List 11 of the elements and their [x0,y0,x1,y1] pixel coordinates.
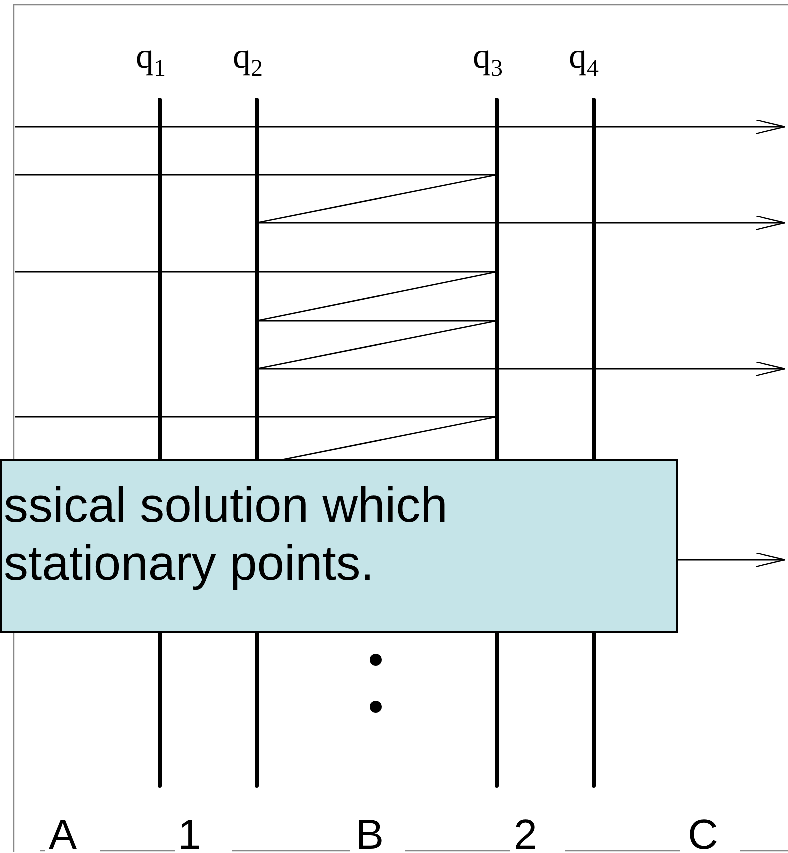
region-label: A [49,814,78,853]
callout-text: ssical solution which stationary points. [4,478,449,593]
q-label: q$_{1}$ [136,38,166,81]
region-label: 2 [514,814,538,853]
q-label: q$_{4}$ [569,38,599,81]
region-label: C [688,814,718,853]
callout-box [0,459,678,633]
region-label: 1 [178,814,202,853]
region-label: B [356,814,384,853]
q-label: q$_{2}$ [233,38,263,81]
q-label: q$_{3}$ [473,38,503,81]
